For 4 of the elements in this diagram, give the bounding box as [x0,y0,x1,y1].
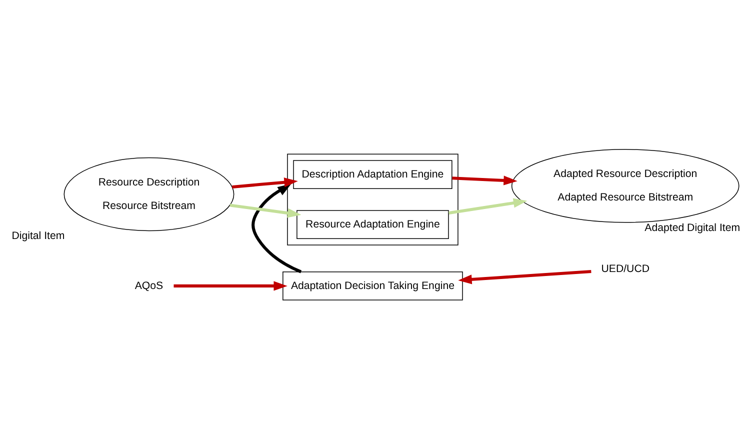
node-text: UED/UCD [601,263,650,276]
node-text: AQoS [134,280,164,292]
node-label: Adapted Digital Item [644,222,740,234]
node-label: Digital Item [12,230,65,242]
